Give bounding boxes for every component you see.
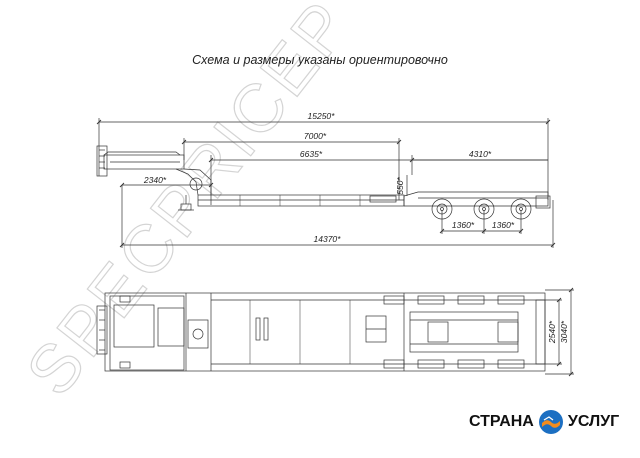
drawing-caption: Схема и размеры указаны ориентировочно [192,53,448,67]
dim-label-3040: 3040* [559,320,569,343]
dim-label-1360-b: 1360* [492,220,515,230]
handshake-icon [538,410,563,434]
dim-label-2540: 2540* [547,320,557,344]
logo-left-word: СТРАНА [469,413,534,430]
dim-label-6635: 6635* [300,149,323,159]
dim-label-4310: 4310* [469,149,492,159]
front-ramp-plan [96,305,108,355]
top-view [96,287,574,377]
front-ramp [96,145,108,177]
dim-label-550: 550* [395,177,405,195]
side-view [96,118,556,248]
axle-frame [409,311,519,353]
dim-label-15250: 15250* [308,111,336,121]
strana-uslug-logo: СТРАНА УСЛУГ [469,409,619,435]
wheels [431,198,532,220]
dim-label-14370: 14370* [314,234,342,244]
dim-label-2340: 2340* [143,175,167,185]
dim-label-7000: 7000* [304,131,327,141]
plan-outline [104,292,546,372]
dim-label-1360-a: 1360* [452,220,475,230]
logo-right-word: УСЛУГ [567,413,620,430]
rear-frame [403,191,549,207]
